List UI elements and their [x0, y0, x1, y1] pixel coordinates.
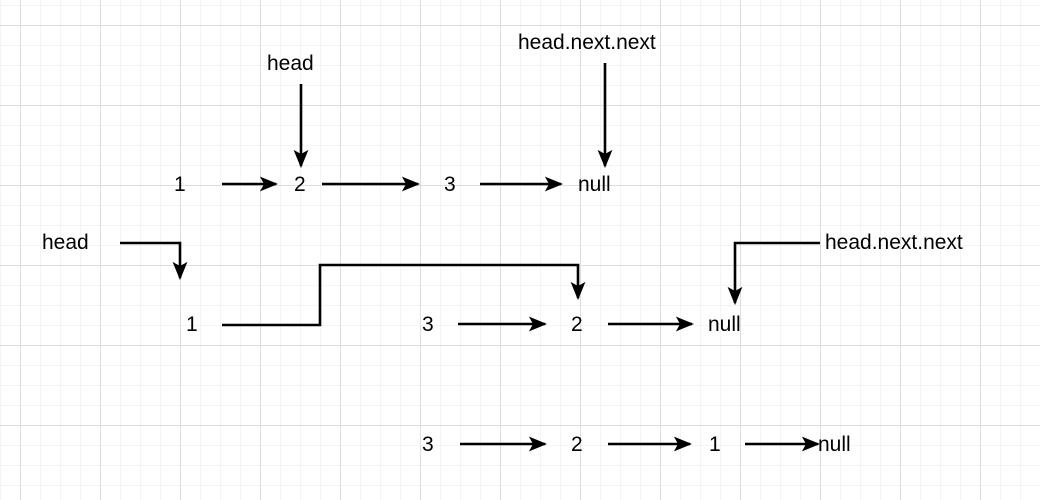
pointer-label-head: head: [42, 231, 89, 254]
node-label: 1: [174, 173, 186, 196]
node-label: null: [578, 173, 611, 196]
node-label: 3: [422, 433, 434, 456]
node-label: 3: [422, 313, 434, 336]
connector-row2-1-to-2: [222, 263, 586, 327]
node-label: null: [708, 313, 741, 336]
pointer-label-head: head: [267, 52, 314, 75]
node-label: 2: [571, 313, 583, 336]
node-label: 2: [571, 433, 583, 456]
pointer-label-head-next-next: head.next.next: [825, 231, 963, 254]
node-label: 1: [709, 433, 721, 456]
pointer-arrow-row2-head-next-next: [727, 241, 820, 306]
node-label: null: [818, 433, 851, 456]
node-label: 2: [294, 173, 306, 196]
pointer-arrow-row2-head: [120, 241, 188, 281]
node-label: 3: [444, 173, 456, 196]
node-label: 1: [186, 313, 198, 336]
pointer-label-head-next-next: head.next.next: [518, 31, 656, 54]
